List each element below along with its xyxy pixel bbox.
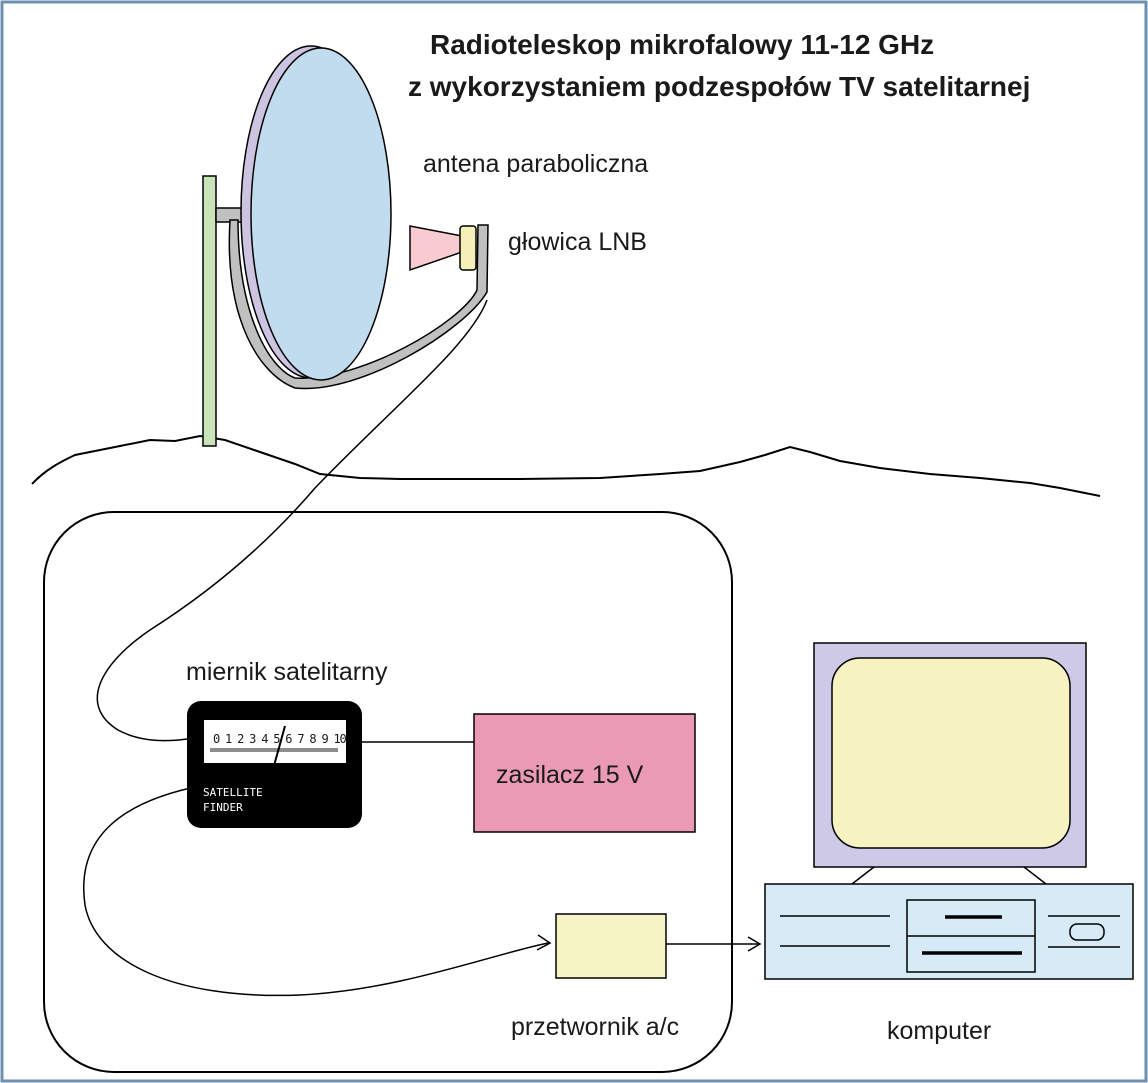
lnb-support-arm [228, 219, 489, 390]
meter-scale-window [204, 720, 346, 763]
arrow-into-adc [536, 934, 552, 951]
label-power-supply: zasilacz 15 V [496, 761, 644, 789]
power-supply [473, 713, 696, 833]
monitor-stand-right [1023, 866, 1047, 885]
meter-brand-line2: FINDER [203, 801, 243, 814]
label-lnb: głowica LNB [508, 228, 647, 256]
cable-lnb-to-meter [96, 299, 488, 742]
label-computer: komputer [887, 1017, 991, 1045]
title-line-2: z wykorzystaniem podzespołów TV satelita… [408, 71, 1030, 102]
arrow-into-computer [747, 936, 762, 952]
title-line-1: Radioteleskop mikrofalowy 11-12 GHz [430, 29, 934, 60]
power-button [1069, 923, 1105, 941]
indoor-area [43, 511, 733, 1073]
antenna-mast [202, 175, 217, 447]
lnb-head [459, 225, 477, 271]
adc-converter [555, 913, 667, 979]
ground-line [31, 434, 1101, 497]
label-adc: przetwornik a/c [511, 1013, 679, 1041]
meter-scale-numbers: 0 1 2 3 4 5 6 7 8 9 10 [213, 732, 347, 746]
meter-needle [271, 725, 286, 774]
dish-face [250, 47, 392, 381]
monitor-stand-left [851, 866, 875, 885]
monitor-screen [831, 657, 1071, 849]
cable-meter-to-adc [83, 784, 549, 997]
label-meter: miernik satelitarny [186, 658, 388, 686]
meter-brand-line1: SATELLITE [203, 786, 263, 799]
label-antenna: antena paraboliczna [423, 150, 648, 178]
